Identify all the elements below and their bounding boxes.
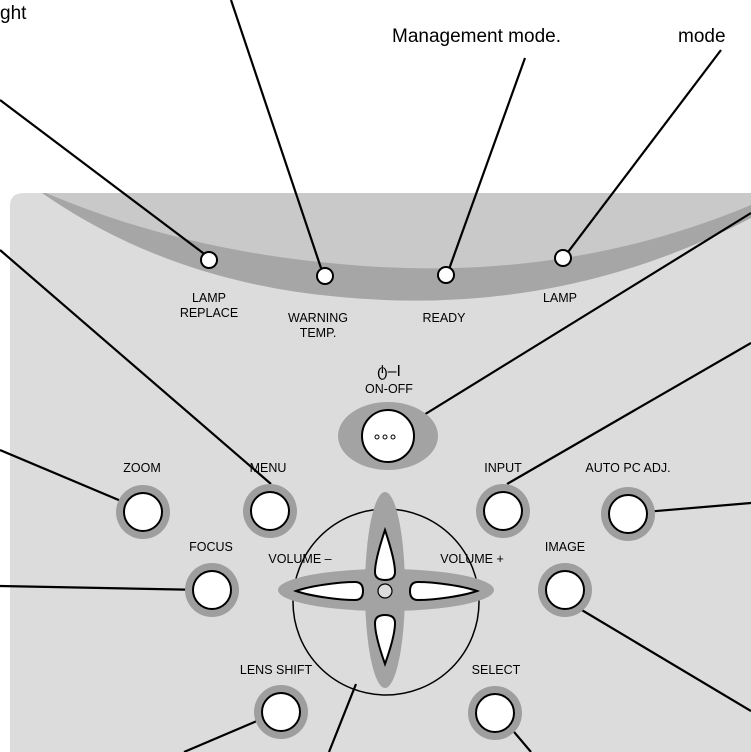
on-off-dot-icon xyxy=(374,434,380,440)
auto-pc-adj-button[interactable] xyxy=(601,487,655,541)
image-button-face[interactable] xyxy=(545,570,585,610)
direction-pad-center xyxy=(377,583,393,599)
zoom-label: ZOOM xyxy=(123,461,161,475)
leader-ready xyxy=(446,57,527,273)
focus-button-face[interactable] xyxy=(192,570,232,610)
lamp-label: LAMP xyxy=(543,291,577,305)
ready-label: READY xyxy=(422,311,466,325)
lens-shift-button-face[interactable] xyxy=(261,692,301,732)
zoom-button-face[interactable] xyxy=(123,492,163,532)
leader-zoom xyxy=(0,448,141,511)
leader-lamp xyxy=(561,49,722,261)
on-off-button[interactable] xyxy=(338,402,438,470)
lamp-replace-label-line2: REPLACE xyxy=(180,306,238,320)
input-button-face[interactable] xyxy=(483,491,523,531)
indicator-arc-inner xyxy=(46,193,751,269)
on-off-dot-icon xyxy=(390,434,396,440)
warning-temp-label-line2: TEMP. xyxy=(300,326,337,340)
callout-left-top: ght xyxy=(0,3,27,24)
image-button[interactable] xyxy=(538,563,592,617)
callout-management-mode: Management mode. xyxy=(392,26,561,47)
warning-temp-label-line1: WARNING xyxy=(288,311,348,325)
arrow-right-button[interactable] xyxy=(408,580,480,602)
leader-warning-temp xyxy=(229,0,325,275)
input-button[interactable] xyxy=(476,484,530,538)
lens-shift-button[interactable] xyxy=(254,685,308,739)
lamp-replace-indicator xyxy=(200,251,218,269)
warning-temp-indicator xyxy=(316,267,334,285)
leader-image xyxy=(569,602,751,712)
select-label: SELECT xyxy=(472,663,521,677)
lens-shift-label: LENS SHIFT xyxy=(240,663,313,677)
input-label: INPUT xyxy=(484,461,522,475)
menu-label: MENU xyxy=(250,461,287,475)
auto-pc-adj-label: AUTO PC ADJ. xyxy=(585,461,670,475)
leader-menu xyxy=(0,249,272,485)
on-off-label: ON-OFF xyxy=(365,382,413,396)
leader-on-off xyxy=(392,212,751,435)
lamp-indicator xyxy=(554,249,572,267)
leader-focus xyxy=(0,584,206,592)
image-label: IMAGE xyxy=(545,540,585,554)
leader-lamp-replace xyxy=(0,99,212,260)
ready-indicator xyxy=(437,266,455,284)
focus-label: FOCUS xyxy=(189,540,233,554)
select-button-face[interactable] xyxy=(475,693,515,733)
lamp-replace-label-line1: LAMP xyxy=(192,291,226,305)
volume-plus-label: VOLUME + xyxy=(440,552,504,566)
power-symbol: ტ–I xyxy=(377,363,401,380)
zoom-button[interactable] xyxy=(116,485,170,539)
menu-button-face[interactable] xyxy=(250,491,290,531)
arrow-down-button[interactable] xyxy=(373,613,397,667)
on-off-dot-icon xyxy=(382,434,388,440)
direction-pad xyxy=(278,492,494,696)
auto-pc-adj-button-face[interactable] xyxy=(608,494,648,534)
leader-input xyxy=(506,342,751,485)
menu-button[interactable] xyxy=(243,484,297,538)
focus-button[interactable] xyxy=(185,563,239,617)
arrow-up-button[interactable] xyxy=(373,526,397,582)
leader-direction-pad xyxy=(327,683,358,752)
callout-mode: mode xyxy=(678,26,726,47)
on-off-button-face[interactable] xyxy=(361,409,415,463)
volume-minus-label: VOLUME – xyxy=(268,552,331,566)
select-button[interactable] xyxy=(468,686,522,740)
arrow-left-button[interactable] xyxy=(293,580,365,602)
